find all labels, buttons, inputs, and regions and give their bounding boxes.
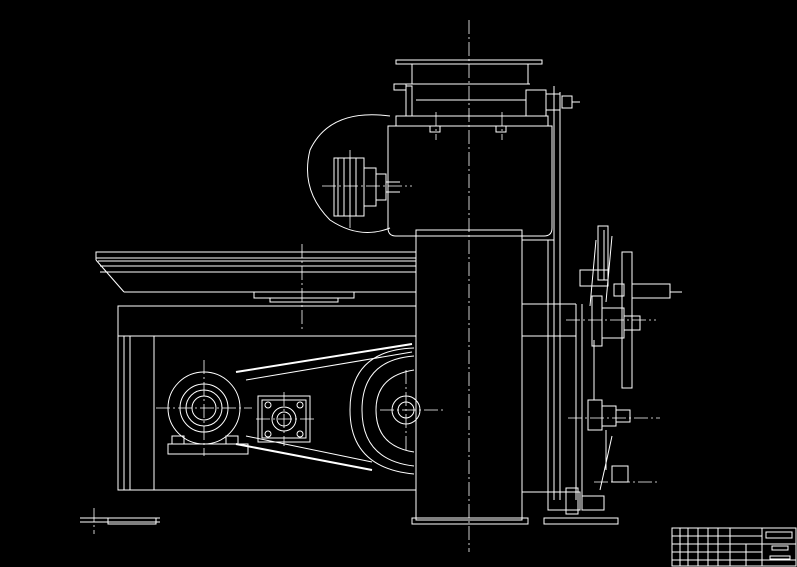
center-lines bbox=[93, 20, 660, 552]
base-plates bbox=[80, 517, 619, 525]
feed-handwheel bbox=[547, 225, 682, 515]
worktable bbox=[95, 251, 417, 303]
machine-base-frame bbox=[117, 305, 417, 491]
title-block bbox=[671, 527, 797, 567]
drive-belt bbox=[235, 343, 413, 471]
central-column bbox=[415, 86, 576, 521]
large-pulley bbox=[349, 347, 421, 475]
head-assembly bbox=[307, 59, 580, 237]
drive-motor bbox=[167, 371, 249, 455]
